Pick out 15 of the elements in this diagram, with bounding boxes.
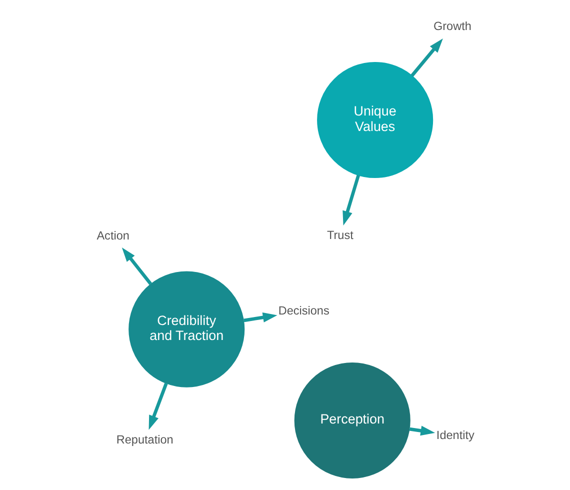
node-text: Action xyxy=(96,229,129,242)
arrow xyxy=(408,426,435,436)
arrow xyxy=(342,174,360,226)
node-text: Growth xyxy=(432,20,471,34)
arrow xyxy=(243,312,277,322)
node-text: Reputation xyxy=(116,433,173,446)
node-circle: Perception xyxy=(294,362,410,478)
node-circle: Unique Values xyxy=(316,62,433,178)
arrow xyxy=(148,382,168,430)
node-text: Decisions xyxy=(278,304,329,318)
arrow xyxy=(410,38,442,77)
arrow xyxy=(121,248,152,285)
node-text: Trust xyxy=(326,228,353,242)
node-circle: Credibility and Traction xyxy=(128,271,244,388)
node-text: Identity xyxy=(436,428,474,442)
